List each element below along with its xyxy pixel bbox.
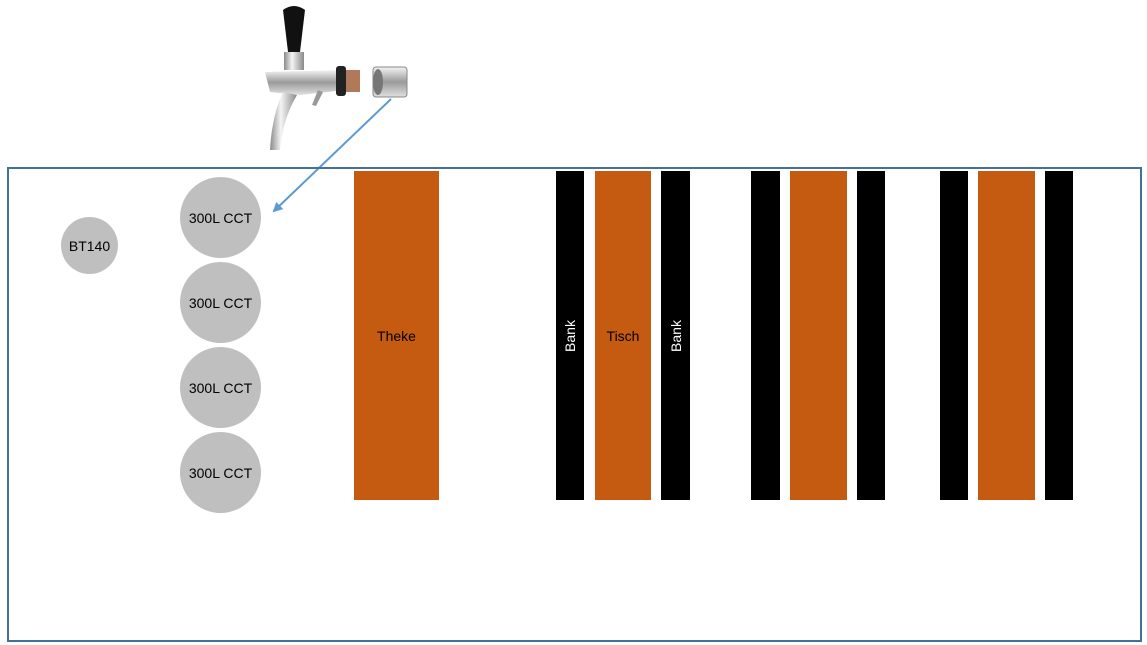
bench-label: Bank <box>667 319 684 352</box>
bench: Bank <box>661 171 690 500</box>
bench-label: Bank <box>562 319 579 352</box>
arrow-connector <box>272 98 392 213</box>
counter: Theke <box>354 171 439 500</box>
counter-label: Theke <box>377 327 416 344</box>
bench: Bank <box>556 171 584 500</box>
tank-label: 300L CCT <box>188 294 253 311</box>
cct-tank: 300L CCT <box>180 262 261 343</box>
tank-label: 300L CCT <box>188 209 253 226</box>
bench <box>857 171 885 500</box>
bench <box>1045 171 1073 500</box>
room-outline <box>7 167 1142 642</box>
cct-tank: 300L CCT <box>180 177 261 258</box>
bench <box>751 171 780 500</box>
tank-label: BT140 <box>68 237 111 254</box>
tank-label: 300L CCT <box>188 464 253 481</box>
table <box>978 171 1035 500</box>
table: Tisch <box>595 171 651 500</box>
cct-tank: 300L CCT <box>180 432 261 513</box>
bench <box>940 171 968 500</box>
table <box>790 171 847 500</box>
table-label: Tisch <box>606 327 640 344</box>
beer-tap-icon <box>265 6 408 150</box>
bright-tank: BT140 <box>61 217 118 274</box>
cct-tank: 300L CCT <box>180 347 261 428</box>
tank-label: 300L CCT <box>188 379 253 396</box>
